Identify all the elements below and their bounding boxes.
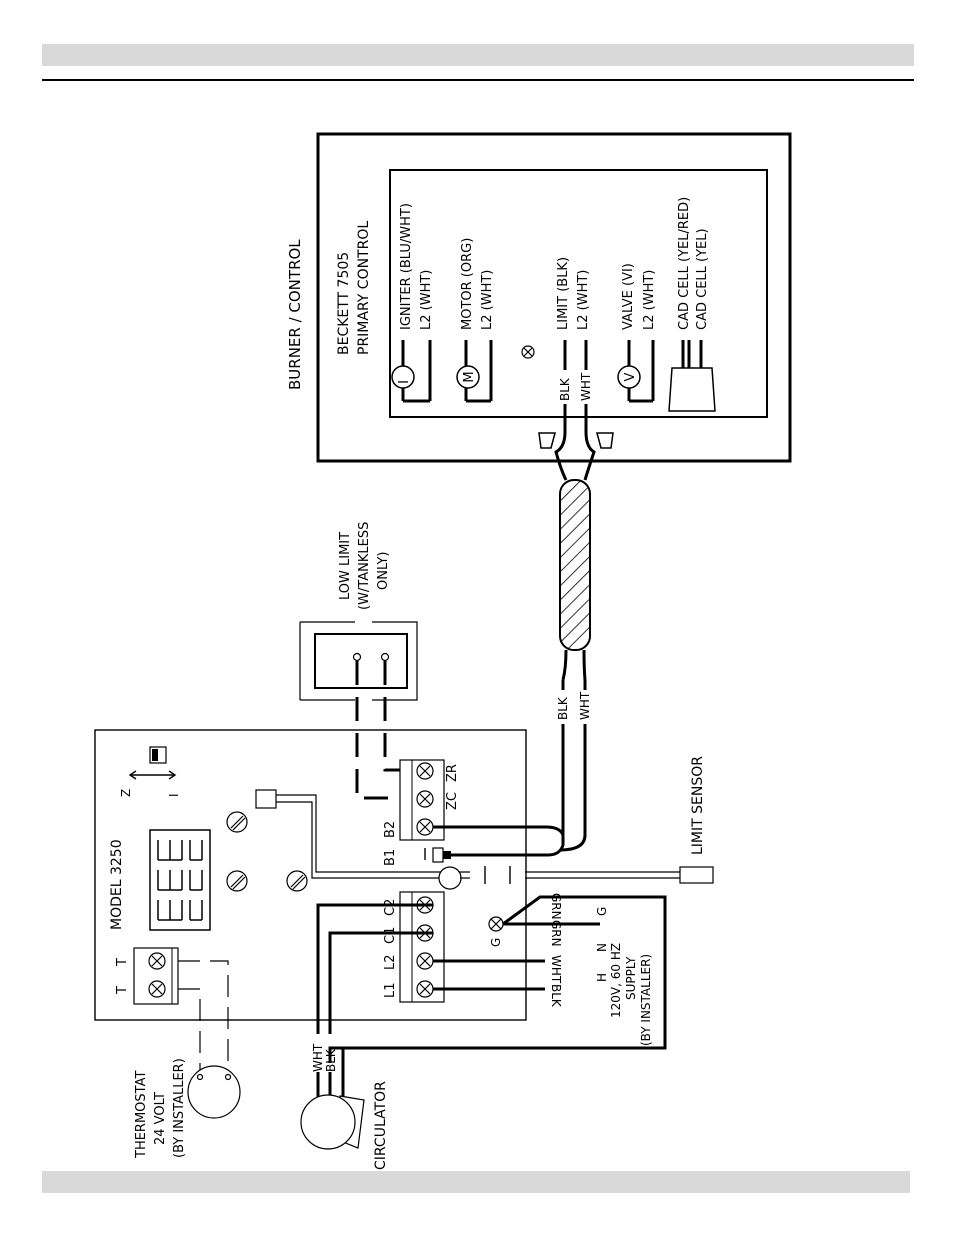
thermostat-terminal-1: T: [115, 958, 130, 967]
terminal-zr-label: ZR: [445, 764, 460, 782]
terminal-limit-label: LIMIT (BLK): [556, 257, 571, 330]
ground-label: G: [489, 938, 503, 947]
sensor-connector: [255, 789, 714, 890]
terminal-block-thermostat: [133, 947, 179, 1005]
supply-wht-wire: WHT: [549, 955, 563, 984]
supply-terminal-n: N: [595, 943, 609, 952]
circulator-blk-label: BLK: [324, 1048, 338, 1072]
terminal-igniter-l2-label: L2 (WHT): [419, 270, 434, 330]
burner-box: [316, 132, 792, 463]
igniter-symbol: I: [391, 340, 432, 403]
ground-wires: [502, 895, 665, 926]
cable-leads: [561, 680, 587, 835]
ground-lug-icon: [488, 916, 504, 932]
switch-arrow-icon: [128, 770, 177, 780]
motor-symbol-letter: M: [462, 371, 477, 382]
thermostat-symbol: [187, 1065, 241, 1119]
armored-cable: [559, 479, 591, 681]
low-limit-line2: (W/TANKLESS: [357, 522, 372, 610]
terminal-igniter-label: IGNITER (BLU/WHT): [399, 203, 414, 330]
circulator-wires: [316, 903, 433, 1098]
terminal-b1-label: B1: [383, 849, 398, 866]
burner-leads: [554, 340, 596, 481]
digit-display: [149, 829, 211, 931]
supply-terminal-h: H: [595, 973, 609, 982]
low-limit-line1: LOW LIMIT: [338, 532, 353, 600]
limit-sensor-label: LIMIT SENSOR: [690, 756, 706, 855]
terminal-motor-l2-label: L2 (WHT): [480, 270, 495, 330]
terminal-limit-l2-label: L2 (WHT): [576, 270, 591, 330]
adjust-knob-2[interactable]: [226, 870, 248, 892]
burner-title: BURNER / CONTROL: [286, 239, 304, 390]
circulator-pump-icon: [300, 1094, 365, 1150]
b1-connector: [424, 847, 451, 863]
motor-symbol: M: [456, 340, 493, 403]
terminal-zc-label: ZC: [445, 792, 460, 810]
thermostat-line2: 24 VOLT: [153, 1092, 168, 1145]
primary-control-line1: BECKETT 7505: [336, 252, 352, 355]
supply-line2: SUPPLY: [624, 956, 638, 1000]
circulator-label: CIRCULATOR: [373, 1081, 389, 1170]
terminal-cadcell2-label: CAD CELL (YEL): [695, 228, 710, 330]
adjust-knob-1[interactable]: [226, 811, 248, 833]
low-limit-line3: ONLY): [376, 552, 391, 591]
valve-symbol-letter: V: [623, 372, 638, 381]
thermostat-line3: (BY INSTALLER): [172, 1058, 187, 1158]
burner-lead-wht: WHT: [579, 372, 593, 401]
wire-nut-left: [538, 432, 556, 449]
thermostat-line1: THERMOSTAT: [134, 1071, 149, 1159]
adjust-knob-3[interactable]: [286, 870, 308, 892]
limit-ground-symbol: [521, 345, 535, 359]
control-box: [94, 729, 527, 1021]
supply-blk-wire: BLK: [549, 984, 563, 1008]
terminal-l2-label: L2: [383, 954, 398, 970]
header-rule: [42, 79, 914, 81]
cable-blk-label: BLK: [556, 696, 570, 720]
circulator-wht-label: WHT: [311, 1043, 325, 1072]
terminal-valve-label: VALVE (VI): [621, 263, 636, 330]
cad-cell-symbol: [668, 340, 716, 412]
header-band: [42, 44, 914, 66]
low-limit-box: [299, 621, 418, 701]
terminal-c2-label: C2: [383, 899, 398, 916]
primary-terminal-labels: IGNITER (BLU/WHT) L2 (WHT) MOTOR (ORG) L…: [399, 197, 710, 330]
terminal-b2-label: B2: [383, 821, 398, 838]
wire-nut-right: [596, 432, 614, 449]
terminal-c1-label: C1: [383, 927, 398, 944]
supply-wires: [328, 895, 667, 1063]
dip-switch[interactable]: [149, 746, 167, 764]
terminal-motor-label: MOTOR (ORG): [460, 238, 475, 330]
footer-band: [42, 1171, 910, 1193]
valve-symbol: V: [617, 340, 655, 403]
terminal-valve-l2-label: L2 (WHT): [642, 270, 657, 330]
cable-wht-label: WHT: [578, 691, 592, 720]
primary-control-line2: PRIMARY CONTROL: [356, 221, 372, 355]
supply-line3: (BY INSTALLER): [639, 954, 653, 1046]
igniter-symbol-letter: I: [397, 380, 412, 384]
terminal-l1-label: L1: [383, 982, 398, 998]
thermostat-terminal-2: T: [115, 986, 130, 995]
switch-label-z: Z: [119, 789, 133, 797]
control-model-label: MODEL 3250: [109, 839, 125, 930]
b-terminal-wires: [433, 825, 587, 857]
burner-lead-blk: BLK: [558, 377, 572, 401]
terminal-block-power: [399, 891, 445, 1003]
supply-grn-wire: GRN: [549, 893, 563, 920]
terminal-cadcell-label: CAD CELL (YEL/RED): [677, 197, 692, 330]
switch-label-i: I: [167, 793, 181, 797]
supply-terminal-g: G: [595, 907, 609, 916]
supply-grn2-wire: GRN: [549, 920, 563, 947]
supply-line1: 120V, 60 HZ: [609, 943, 623, 1018]
